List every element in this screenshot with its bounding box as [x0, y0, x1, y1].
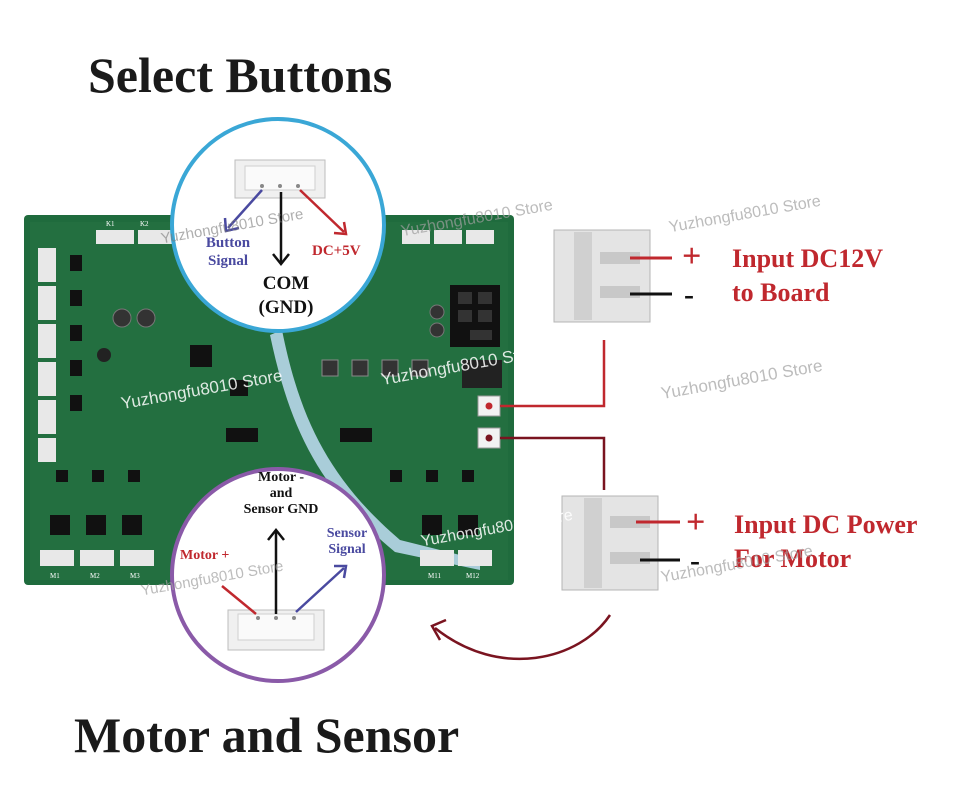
header-lower: [462, 360, 502, 388]
connector-bottom: [458, 550, 492, 566]
capacitor: [112, 308, 132, 328]
minus-motor: -: [690, 544, 700, 577]
chip: [70, 325, 82, 341]
connector-board-power: [553, 229, 651, 323]
mosfet: [50, 515, 70, 535]
chip: [70, 395, 82, 411]
board-label-k1: K1: [106, 220, 115, 228]
label-motor-plus: Motor +: [180, 548, 230, 563]
connector-top: [466, 230, 494, 244]
label-button-signal: Button Signal: [205, 235, 251, 269]
board-label-m1: M1: [50, 572, 60, 580]
connector-left: [38, 362, 56, 396]
connector-bottom: [80, 550, 114, 566]
callout-motor-sensor: [170, 467, 386, 683]
push-button: [321, 359, 339, 377]
board-label-m11: M11: [428, 572, 441, 580]
arrow-motor-plus: [221, 585, 257, 615]
title-motor-and-sensor: Motor and Sensor: [74, 707, 460, 763]
label-input-dc12v: Input DC12V to Board: [732, 244, 883, 307]
wire-motor-power: [500, 436, 606, 490]
connector-motor-power: [561, 495, 659, 591]
connector-left: [38, 438, 56, 462]
chip: [70, 290, 82, 306]
connector-bottom: [420, 550, 454, 566]
arrow-button-signal: [227, 189, 263, 229]
connector-top: [434, 230, 462, 244]
minus-board: -: [684, 278, 694, 311]
mosfet: [422, 515, 442, 535]
label-sensor-signal: Sensor Signal: [326, 526, 368, 557]
arrow-dc5v: [299, 189, 345, 233]
mosfet: [86, 515, 106, 535]
ic: [340, 428, 372, 442]
connector-left: [38, 400, 56, 434]
chip: [70, 255, 82, 271]
label-com-gnd: COM (GND): [258, 273, 314, 318]
ribbon-cable: [270, 330, 480, 570]
connector-bottom: [40, 550, 74, 566]
arrow-sensor-signal: [295, 567, 345, 613]
push-button: [381, 359, 399, 377]
label-motor-sensor-gnd: Motor - and Sensor GND: [243, 470, 319, 517]
board-label-m2: M2: [90, 572, 100, 580]
ic-main: [190, 345, 212, 367]
capacitor: [429, 322, 445, 338]
board-label-k2: K2: [140, 220, 149, 228]
callout-select-buttons: [170, 117, 386, 333]
connector-bottom: [120, 550, 154, 566]
mosfet: [458, 515, 478, 535]
label-dc5v: DC+5V: [312, 243, 361, 259]
connector-left: [38, 286, 56, 320]
push-button: [351, 359, 369, 377]
connector-top: [138, 230, 176, 244]
mosfet: [122, 515, 142, 535]
plus-board: +: [682, 238, 702, 275]
connector-left: [38, 324, 56, 358]
component: [97, 348, 111, 362]
title-select-buttons: Select Buttons: [88, 47, 393, 103]
capacitor: [136, 308, 156, 328]
chip: [70, 360, 82, 376]
capacitor: [429, 304, 445, 320]
plus-motor: +: [686, 504, 706, 541]
connector-left: [38, 248, 56, 282]
board-label-m3: M3: [130, 572, 140, 580]
label-input-dc-motor: Input DC Power For Motor: [734, 510, 918, 573]
connector-top: [402, 230, 430, 244]
ic: [230, 380, 248, 396]
ic: [226, 428, 258, 442]
board-label-m12: M12: [466, 572, 480, 580]
wire-board-power: [500, 340, 606, 408]
connector-top: [96, 230, 134, 244]
push-button: [411, 359, 429, 377]
arrow-motor-power: [434, 614, 612, 661]
